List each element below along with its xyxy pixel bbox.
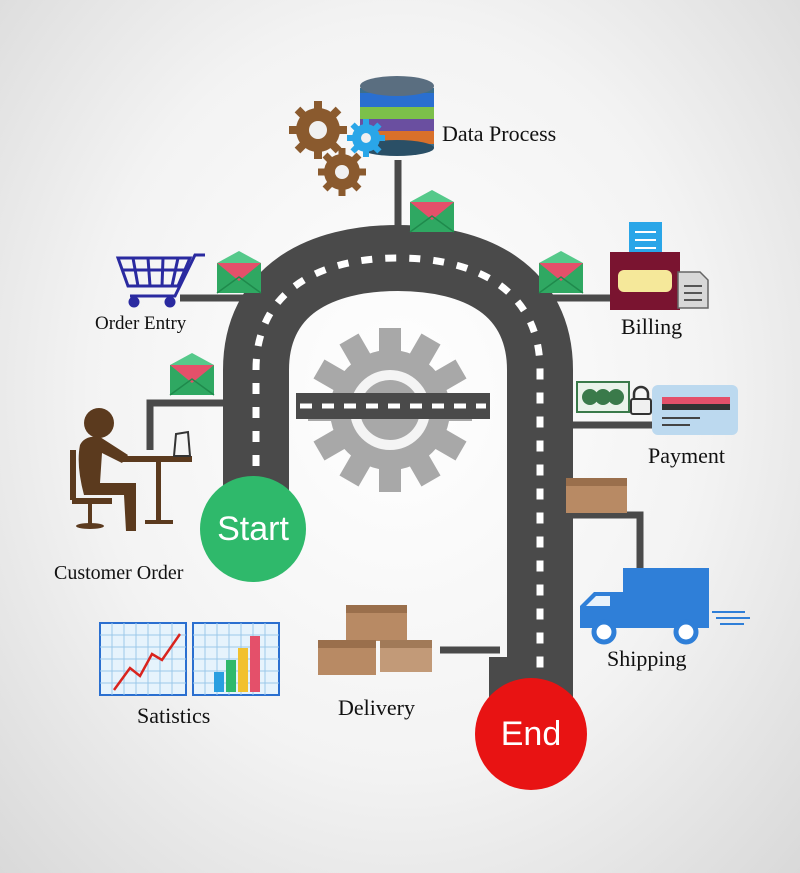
person-at-desk-icon [70,408,192,531]
box-stack-icon [318,605,432,675]
credit-card-icon [652,385,738,435]
line-chart-icon [99,622,187,696]
label-delivery: Delivery [338,695,415,720]
end-badge: End [475,678,587,790]
envelope-icon [409,189,455,233]
document-icon [677,271,709,309]
label-statistics: Satistics [137,703,211,728]
money-icon [576,381,630,413]
connector-lines [146,160,660,654]
start-label: Start [217,509,289,548]
label-payment: Payment [648,443,725,468]
label-order-entry: Order Entry [95,313,187,334]
envelope-icon [216,250,262,294]
cart-icon [115,253,205,308]
envelope-icon [538,250,584,294]
road-path [223,224,573,723]
label-shipping: Shipping [607,646,687,671]
label-data-process: Data Process [442,121,557,146]
start-badge: Start [200,476,306,582]
lock-icon [630,385,652,415]
printer-icon [610,222,680,310]
truck-icon [580,568,750,645]
label-customer-order: Customer Order [54,562,184,584]
envelope-icon [169,352,215,396]
label-billing: Billing [621,314,683,339]
box-icon [566,478,627,513]
end-label: End [500,714,562,753]
center-bar [296,393,490,419]
gear-icon [289,101,385,196]
bar-chart-icon [192,622,280,696]
